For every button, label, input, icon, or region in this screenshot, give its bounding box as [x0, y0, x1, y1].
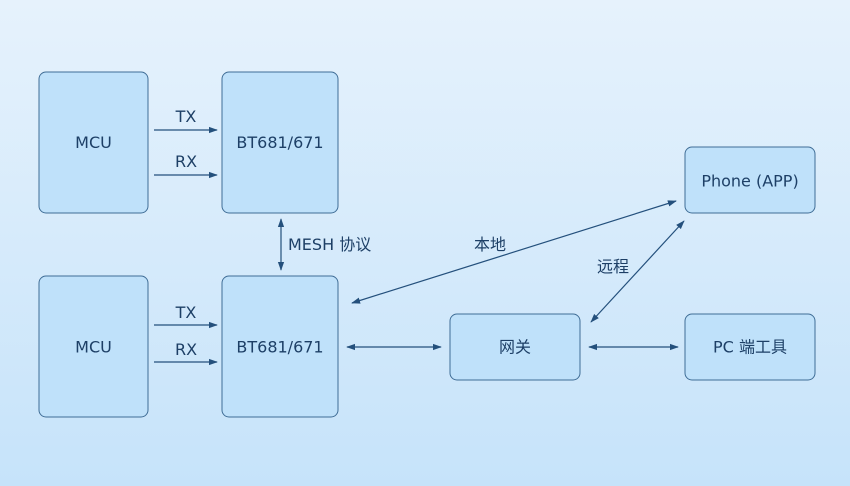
edge-label-tx-bottom: TX: [175, 303, 197, 322]
edges: [154, 126, 685, 366]
node-mcu-top: MCU: [38, 71, 149, 214]
edge-remote: [590, 220, 685, 323]
node-label-bt-top: BT681/671: [236, 133, 323, 152]
node-label-phone-app: Phone (APP): [701, 172, 798, 191]
node-label-mcu-top: MCU: [75, 133, 112, 152]
edge-label-local: 本地: [474, 235, 506, 254]
node-label-mcu-bottom: MCU: [75, 338, 112, 357]
node-pc-tool: PC 端工具: [684, 313, 816, 381]
edge-local: [351, 200, 677, 304]
edge-label-rx-top: RX: [175, 152, 197, 171]
node-label-gateway: 网关: [499, 338, 531, 357]
node-phone-app: Phone (APP): [684, 146, 816, 214]
node-bt-top: BT681/671: [221, 71, 339, 214]
edge-label-tx-top: TX: [175, 107, 197, 126]
node-label-pc-tool: PC 端工具: [713, 338, 787, 357]
edge-label-rx-bottom: RX: [175, 340, 197, 359]
edge-label-mesh: MESH 协议: [288, 235, 371, 254]
node-gateway: 网关: [449, 313, 581, 381]
edge-labels: TX RX TX RX MESH 协议 本地 远程: [175, 107, 629, 359]
node-bt-bottom: BT681/671: [221, 275, 339, 418]
node-label-bt-bottom: BT681/671: [236, 338, 323, 357]
edge-label-remote: 远程: [597, 257, 629, 276]
node-mcu-bottom: MCU: [38, 275, 149, 418]
